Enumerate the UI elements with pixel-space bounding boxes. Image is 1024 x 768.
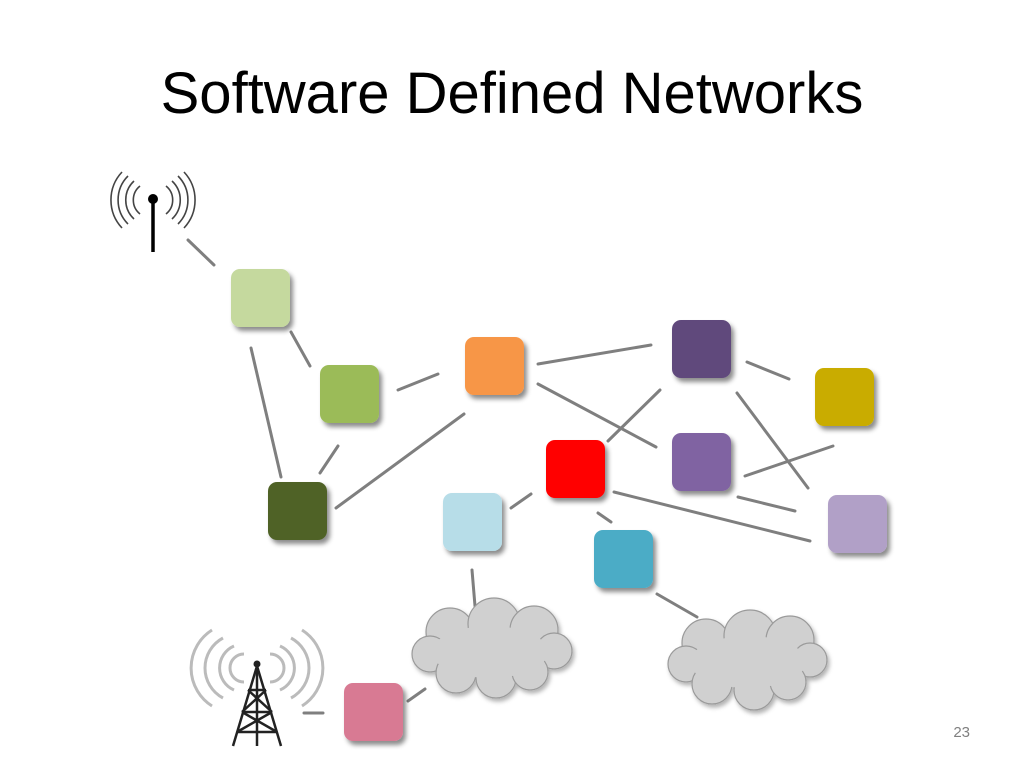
switch-node	[828, 495, 887, 553]
link	[186, 238, 216, 267]
switch-node	[672, 320, 731, 378]
switches	[231, 269, 887, 741]
link	[470, 568, 477, 608]
link	[536, 343, 653, 366]
link	[612, 490, 812, 543]
link	[318, 444, 340, 475]
links	[186, 238, 835, 715]
link	[536, 382, 658, 449]
link	[406, 687, 427, 703]
link	[743, 444, 835, 478]
link	[745, 360, 791, 381]
switch-node	[546, 440, 605, 498]
link	[655, 592, 699, 619]
link	[735, 391, 810, 490]
link	[396, 372, 440, 392]
switch-node	[443, 493, 502, 551]
link	[509, 492, 533, 510]
switch-node	[268, 482, 327, 540]
page-number: 23	[953, 724, 970, 741]
cloud-icon	[667, 609, 828, 711]
link	[249, 346, 283, 479]
link	[596, 511, 613, 524]
cell-tower-icon	[189, 628, 325, 747]
link	[606, 388, 662, 443]
link	[334, 412, 466, 510]
switch-node	[815, 368, 874, 426]
switch-node	[231, 269, 290, 327]
switch-node	[594, 530, 653, 588]
slide-title: Software Defined Networks	[160, 61, 864, 126]
switch-node	[672, 433, 731, 491]
link	[736, 495, 797, 513]
switch-node	[320, 365, 379, 423]
switch-node	[465, 337, 524, 395]
wireless-antenna-icon	[110, 171, 196, 252]
cloud-icon	[411, 597, 573, 699]
link	[289, 330, 312, 368]
switch-node	[344, 683, 403, 741]
